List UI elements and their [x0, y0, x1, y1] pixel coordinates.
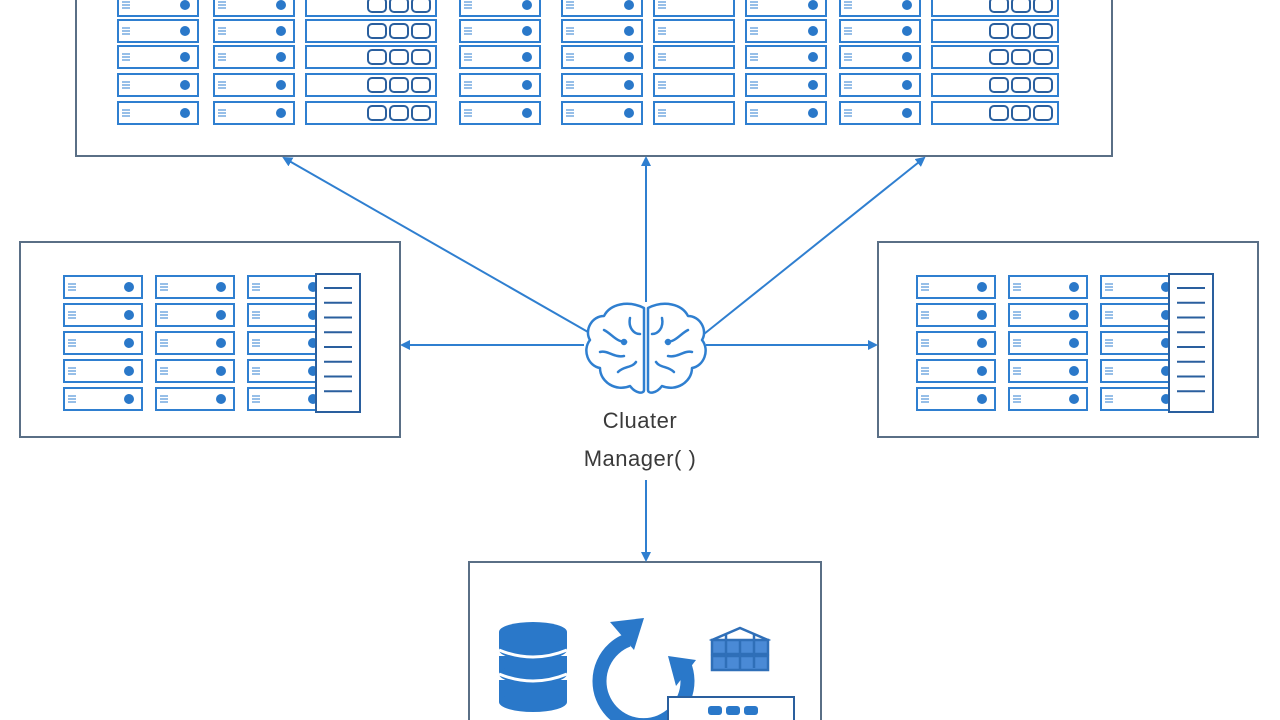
server-unit: [653, 73, 735, 97]
server-unit: [305, 0, 437, 17]
server-unit: [653, 101, 735, 125]
database-icon: [498, 622, 568, 712]
server-unit: [213, 45, 295, 69]
server-unit: [931, 73, 1059, 97]
server-unit: [155, 303, 235, 327]
server-unit: [653, 45, 735, 69]
server-unit: [63, 387, 143, 411]
server-unit: [63, 359, 143, 383]
brain-icon: [585, 302, 707, 394]
server-unit: [305, 73, 437, 97]
server-unit: [155, 387, 235, 411]
server-unit: [117, 19, 199, 43]
server-unit: [839, 19, 921, 43]
server-unit: [247, 359, 327, 383]
server-unit: [839, 0, 921, 17]
server-unit: [459, 45, 541, 69]
server-unit: [117, 101, 199, 125]
server-unit: [459, 19, 541, 43]
server-unit: [1008, 275, 1088, 299]
server-unit: [247, 387, 327, 411]
server-unit: [1008, 387, 1088, 411]
storage-stack-icon: [708, 626, 772, 672]
server-unit: [155, 331, 235, 355]
server-unit: [1100, 275, 1180, 299]
server-unit: [213, 73, 295, 97]
server-unit: [839, 45, 921, 69]
server-unit: [1100, 331, 1180, 355]
server-unit: [745, 0, 827, 17]
server-unit: [305, 19, 437, 43]
server-unit: [1008, 359, 1088, 383]
arrow-to-top-left: [282, 157, 589, 333]
server-unit: [213, 0, 295, 17]
server-unit: [459, 0, 541, 17]
server-unit: [305, 45, 437, 69]
server-racks: [63, 0, 1214, 413]
server-unit: [916, 303, 996, 327]
server-unit: [931, 45, 1059, 69]
server-unit: [561, 0, 643, 17]
server-unit: [247, 303, 327, 327]
server-unit: [745, 45, 827, 69]
refresh-arrow-icon: [592, 618, 696, 720]
server-unit: [247, 331, 327, 355]
arrow-to-top-right: [703, 156, 926, 335]
server-unit: [1100, 387, 1180, 411]
server-unit: [916, 387, 996, 411]
server-unit: [839, 101, 921, 125]
server-unit: [561, 73, 643, 97]
server-unit: [653, 19, 735, 43]
server-unit: [459, 101, 541, 125]
cluster-manager-label-line1: Cluater: [602, 408, 678, 433]
server-unit: [561, 45, 643, 69]
server-unit: [247, 275, 327, 299]
server-unit: [916, 359, 996, 383]
server-unit: [931, 0, 1059, 17]
server-unit: [117, 73, 199, 97]
server-unit: [561, 101, 643, 125]
cluster-manager-label-line2: Manager( ): [583, 446, 697, 471]
server-unit: [213, 19, 295, 43]
server-unit: [459, 73, 541, 97]
server-unit: [745, 73, 827, 97]
server-unit: [931, 101, 1059, 125]
server-unit: [213, 101, 295, 125]
server-unit: [117, 0, 199, 17]
server-unit: [117, 45, 199, 69]
server-unit: [839, 73, 921, 97]
server-unit: [931, 19, 1059, 43]
server-unit: [305, 101, 437, 125]
server-unit: [1100, 359, 1180, 383]
device-icon: [667, 696, 795, 720]
rack-panel: [315, 273, 361, 413]
connectors: [282, 156, 926, 562]
server-unit: [745, 101, 827, 125]
server-unit: [1100, 303, 1180, 327]
server-unit: [653, 0, 735, 17]
server-unit: [745, 19, 827, 43]
server-unit: [63, 303, 143, 327]
server-unit: [1008, 331, 1088, 355]
server-unit: [1008, 303, 1088, 327]
server-unit: [155, 359, 235, 383]
server-unit: [63, 331, 143, 355]
server-unit: [63, 275, 143, 299]
server-unit: [561, 19, 643, 43]
server-unit: [155, 275, 235, 299]
rack-panel: [1168, 273, 1214, 413]
server-unit: [916, 275, 996, 299]
server-unit: [916, 331, 996, 355]
